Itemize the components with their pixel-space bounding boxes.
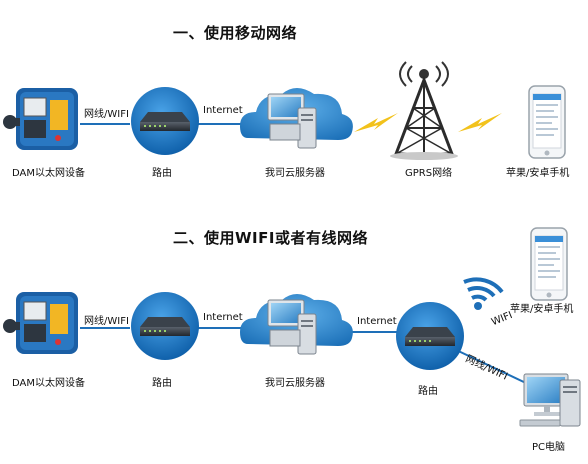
label-router: 路由 — [152, 168, 172, 179]
link-label-cable-wifi: 网线/WIFI — [84, 316, 129, 327]
dam-device-icon — [3, 292, 78, 354]
router-icon — [131, 292, 199, 360]
section-2-title: 二、使用WIFI或者有线网络 — [173, 229, 368, 247]
router-icon — [396, 302, 464, 370]
gprs-tower-icon — [390, 61, 458, 160]
router-icon — [131, 87, 199, 155]
link-label-internet: Internet — [357, 316, 397, 327]
label-gprs-network: GPRS网络 — [405, 168, 453, 179]
server-cloud-icon — [240, 294, 353, 355]
label-cloud-server: 我司云服务器 — [265, 168, 325, 179]
smartphone-icon — [528, 85, 566, 159]
pc-computer-icon — [519, 373, 581, 427]
label-dam-device: DAM以太网设备 — [12, 378, 85, 389]
smartphone-icon — [530, 227, 568, 301]
link-label-internet: Internet — [203, 312, 243, 323]
section-1-title: 一、使用移动网络 — [173, 24, 298, 42]
label-cloud-server: 我司云服务器 — [265, 378, 325, 389]
label-router: 路由 — [418, 386, 438, 397]
label-router: 路由 — [152, 378, 172, 389]
lightning-bolt-icon — [354, 113, 398, 132]
wifi-signal-icon — [463, 277, 504, 310]
label-smartphone: 苹果/安卓手机 — [510, 304, 574, 315]
lightning-bolt-icon — [458, 113, 502, 132]
label-smartphone: 苹果/安卓手机 — [506, 168, 570, 179]
link-label-cable-wifi: 网线/WIFI — [84, 109, 129, 120]
dam-device-icon — [3, 88, 78, 150]
link-label-internet: Internet — [203, 105, 243, 116]
label-dam-device: DAM以太网设备 — [12, 168, 85, 179]
server-cloud-icon — [240, 88, 353, 149]
label-pc: PC电脑 — [532, 442, 566, 453]
link-line — [451, 347, 529, 385]
